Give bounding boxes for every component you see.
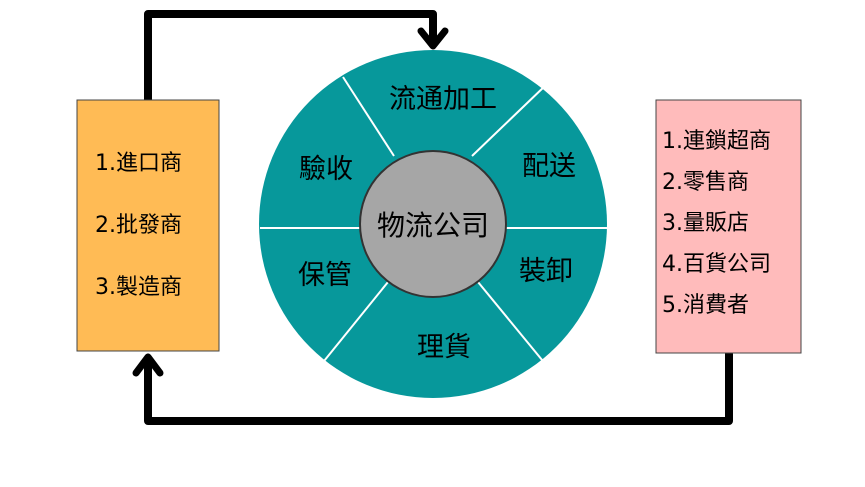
wheel-dividers: [260, 76, 607, 367]
center-label: 物流公司: [377, 209, 489, 242]
customer-item: 1.連鎖超商: [662, 129, 771, 154]
segment-bottom: 理貨: [417, 332, 471, 363]
customer-item: 3.量販店: [662, 211, 749, 236]
segment-lower-right: 裝卸: [519, 256, 573, 287]
suppliers-box: 1.進口商 2.批發商 3.製造商: [76, 99, 220, 352]
segment-upper-left: 驗收: [299, 154, 353, 185]
customer-item: 2.零售商: [662, 170, 749, 195]
bottom-flow-arrow: [132, 350, 733, 425]
segment-upper-right: 配送: [522, 151, 576, 182]
customer-item: 4.百貨公司: [662, 252, 771, 277]
customer-item: 5.消費者: [662, 293, 749, 318]
logistics-wheel: 流通加工 配送 裝卸 理貨 保管 驗收 物流公司: [259, 50, 607, 398]
supplier-item: 2.批發商: [95, 213, 182, 238]
segment-top: 流通加工: [389, 84, 497, 115]
top-flow-arrow: [144, 10, 449, 104]
supplier-item: 3.製造商: [95, 275, 182, 300]
segment-lower-left: 保管: [298, 260, 352, 291]
customers-box: 1.連鎖超商 2.零售商 3.量販店 4.百貨公司 5.消費者: [655, 99, 802, 354]
supplier-item: 1.進口商: [95, 151, 182, 176]
